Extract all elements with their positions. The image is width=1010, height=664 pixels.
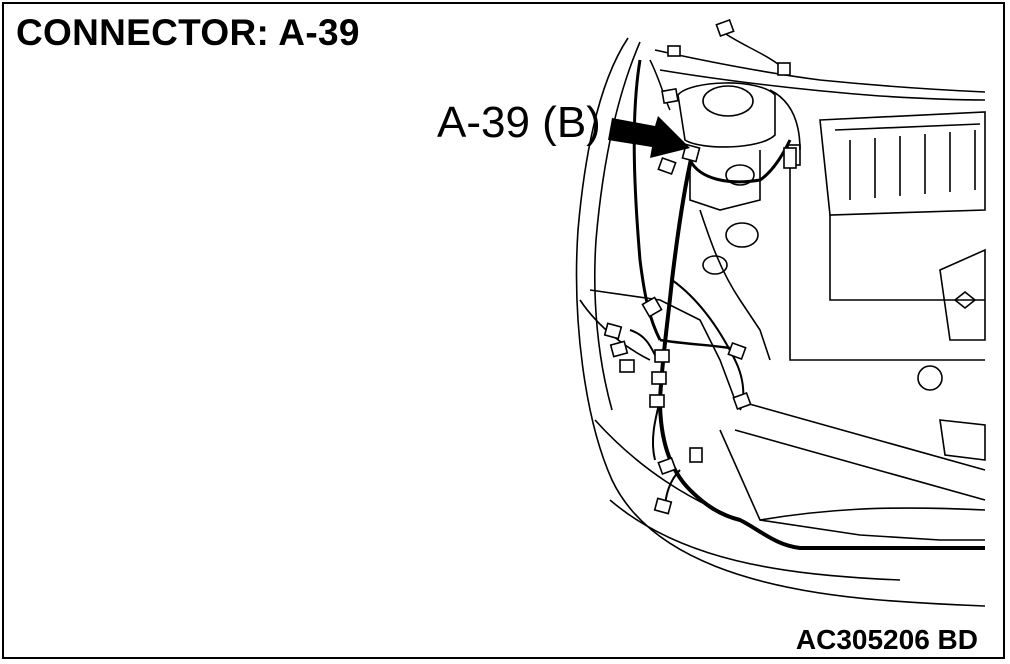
connectors	[603, 18, 797, 515]
engine-components	[677, 82, 986, 461]
connector-callout-label: A-39 (B)	[437, 98, 601, 147]
diagram-title: CONNECTOR: A-39	[16, 12, 360, 53]
callout-arrow-icon	[608, 116, 690, 158]
vehicle-body-outline	[575, 37, 986, 607]
figure-code: AC305206 BD	[795, 624, 978, 655]
wiring-harness	[629, 29, 985, 550]
